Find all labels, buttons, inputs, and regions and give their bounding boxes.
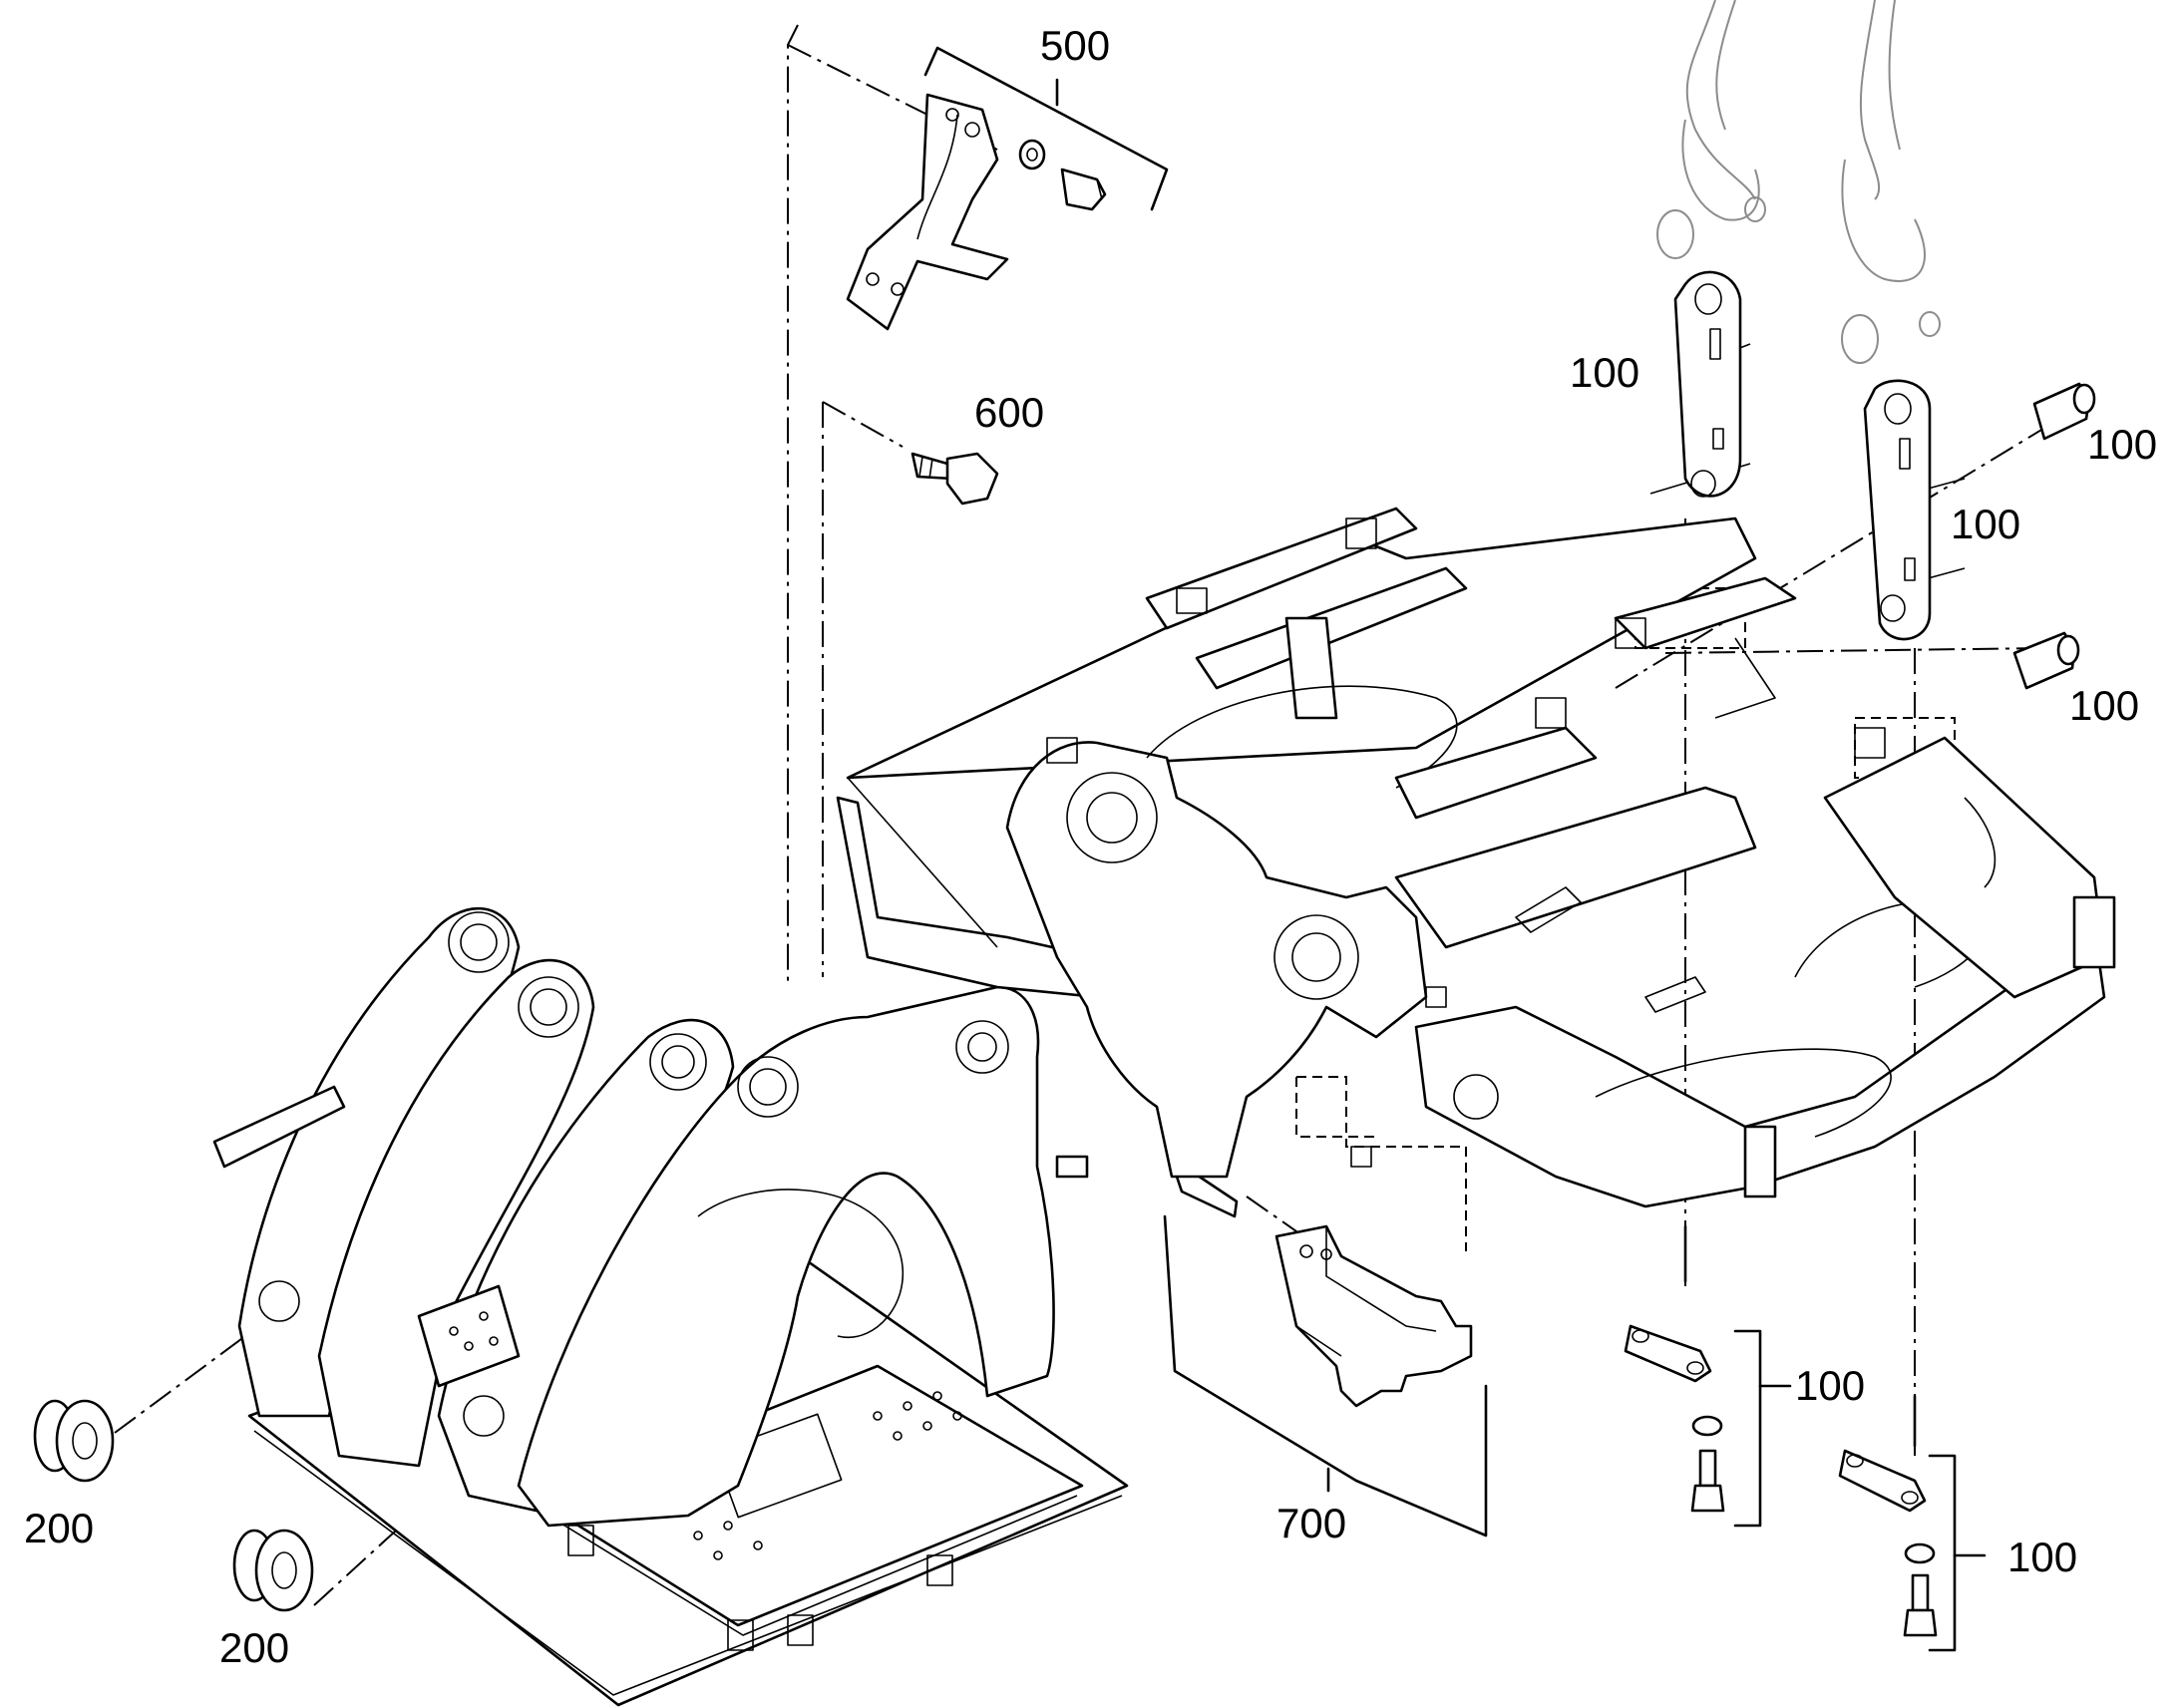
callout-100-pin-upper: 100 bbox=[2087, 421, 2157, 468]
lifting-link-right bbox=[1863, 379, 1932, 641]
callout-700: 700 bbox=[1276, 1500, 1346, 1546]
callout-labels: 500 600 100 100 100 100 100 100 200 200 … bbox=[24, 22, 2157, 1671]
callout-200-upper: 200 bbox=[24, 1505, 94, 1551]
callout-600: 600 bbox=[974, 389, 1044, 436]
pin-upper bbox=[2032, 382, 2096, 441]
callout-100-plate-right: 100 bbox=[2007, 1534, 2077, 1580]
retaining-plate-right bbox=[1838, 1449, 1938, 1637]
bushing-200-upper bbox=[33, 1399, 115, 1483]
clamp-700 bbox=[1175, 1170, 1473, 1408]
callout-200-lower: 200 bbox=[219, 1624, 289, 1671]
callout-500: 500 bbox=[1040, 22, 1110, 69]
pin-lower bbox=[2012, 631, 2080, 690]
lifting-link-left bbox=[1673, 270, 1742, 498]
upper-carrier-frame bbox=[836, 507, 2116, 1208]
callout-100-pin-lower: 100 bbox=[2069, 682, 2139, 729]
bushing-200-lower bbox=[232, 1529, 314, 1612]
callout-100-link-right: 100 bbox=[1951, 501, 2020, 547]
lifting-shackles bbox=[1656, 0, 1941, 364]
bracket-500 bbox=[846, 93, 1107, 331]
callout-100-link-left: 100 bbox=[1570, 349, 1639, 396]
retaining-plate-left bbox=[1624, 1324, 1725, 1513]
bolt-600 bbox=[910, 452, 999, 506]
boom-foot-towers bbox=[212, 906, 1089, 1528]
base-frame-holes bbox=[693, 1391, 962, 1560]
callout-100-plate-left: 100 bbox=[1795, 1362, 1865, 1409]
